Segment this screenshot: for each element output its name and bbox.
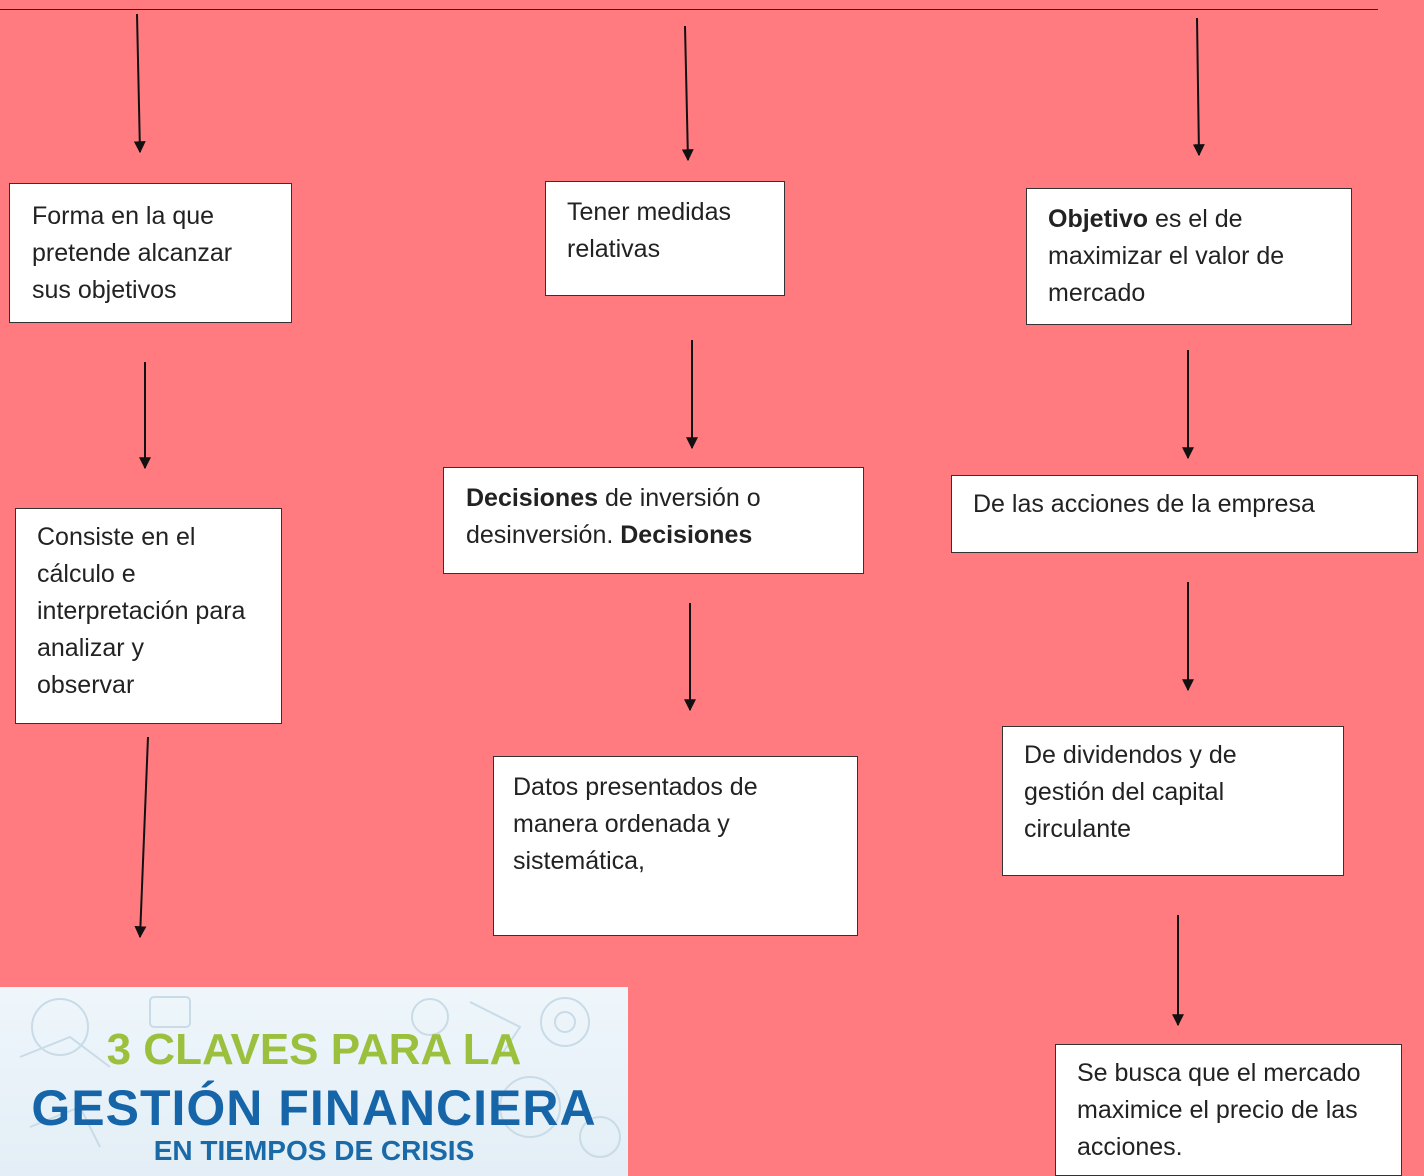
middle-box-3-text: Datos presentados de manera ordenada y s… xyxy=(513,773,758,875)
right-box-2: De las acciones de la empresa xyxy=(951,475,1418,553)
middle-box-2-bold-b: Decisiones xyxy=(620,521,753,549)
banner-line-2: GESTIÓN FINANCIERA xyxy=(31,1080,597,1136)
banner-line-3: EN TIEMPOS DE CRISIS xyxy=(153,1135,475,1166)
crisis-banner-image: 3 CLAVES PARA LA GESTIÓN FINANCIERA EN T… xyxy=(0,987,628,1176)
middle-box-2-bold-a: Decisiones xyxy=(466,484,599,512)
right-box-2-text: De las acciones de la empresa xyxy=(973,490,1315,518)
middle-box-1: Tener medidas relativas xyxy=(545,181,785,296)
left-box-1-text: Forma en la que pretende alcanzar sus ob… xyxy=(32,202,233,304)
right-box-4: Se busca que el mercado maximice el prec… xyxy=(1055,1044,1402,1176)
left-box-2: Consiste en el cálculo e interpretación … xyxy=(15,508,282,724)
middle-box-1-text: Tener medidas relativas xyxy=(567,198,731,263)
middle-box-2: Decisiones de inversión o desinversión. … xyxy=(443,467,864,574)
banner-decoration xyxy=(19,996,621,1158)
right-box-1-bold: Objetivo xyxy=(1048,205,1149,233)
arrow-right-1 xyxy=(1192,17,1205,157)
arrow-middle-1 xyxy=(681,25,694,162)
right-box-4-text: Se busca que el mercado maximice el prec… xyxy=(1077,1059,1361,1161)
arrow-left-1 xyxy=(133,13,146,154)
middle-box-2-text: Decisiones de inversión o desinversión. … xyxy=(466,480,846,554)
left-box-2-text: Consiste en el cálculo e interpretación … xyxy=(37,523,246,699)
right-box-3: De dividendos y de gestión del capital c… xyxy=(1002,726,1344,876)
top-divider-line xyxy=(0,9,1378,10)
banner-line-1: 3 CLAVES PARA LA xyxy=(106,1025,522,1074)
right-box-3-text: De dividendos y de gestión del capital c… xyxy=(1024,741,1237,843)
middle-box-2-text-a: de inversión o desinversión. xyxy=(466,484,761,549)
right-box-1-rest: es el de maximizar el valor de mercado xyxy=(1048,205,1285,307)
right-box-1: Objetivo es el de maximizar el valor de … xyxy=(1026,188,1352,325)
middle-box-3: Datos presentados de manera ordenada y s… xyxy=(493,756,858,936)
left-box-1: Forma en la que pretende alcanzar sus ob… xyxy=(9,183,292,323)
arrow-left-3 xyxy=(134,736,149,939)
right-box-1-text: Objetivo es el de maximizar el valor de … xyxy=(1048,201,1338,312)
